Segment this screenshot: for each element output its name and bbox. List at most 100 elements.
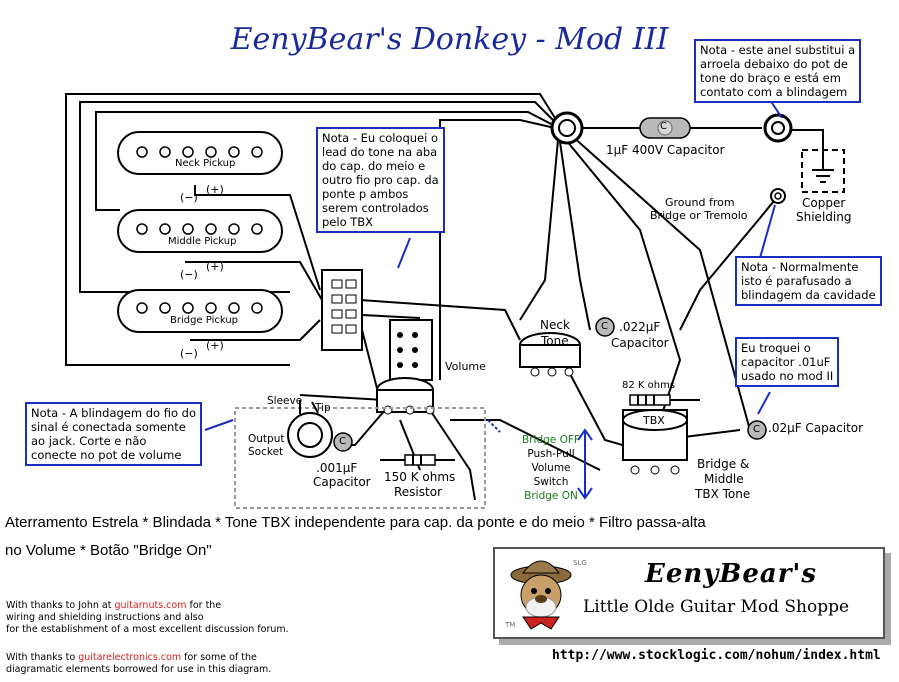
caption-line-1: Aterramento Estrela * Blindada * Tone TB… (5, 514, 706, 531)
neck-neg-label: (−) (180, 191, 198, 204)
credit-line-4: With thanks to guitarelectronics.com for… (6, 652, 257, 664)
guitarnuts-link[interactable]: guitarnuts.com (114, 600, 187, 611)
label-bridge-middle-3: TBX Tone (695, 487, 751, 501)
capacitor-001 (333, 432, 353, 452)
note-tone-lead: Nota - Eu coloquei o lead do tone na aba… (316, 127, 445, 233)
label-socket: Socket (248, 446, 284, 458)
logo-tm: TM (505, 621, 516, 629)
bridge-pickup (117, 289, 283, 333)
credit-line-3: for the establishment of a most excellen… (6, 624, 289, 635)
middle-pos-label: (+) (206, 260, 224, 273)
bridge-neg-label: (−) (180, 347, 198, 360)
middle-pickup (117, 209, 283, 253)
wire-sel-vol (361, 314, 421, 319)
credit-1c: for the (186, 600, 222, 611)
label-cap-02: .02μF Capacitor (768, 421, 864, 435)
label-82k: 82 K ohms (622, 380, 676, 391)
credit-4c: for some of the (181, 652, 257, 663)
pointer-capacitor (757, 391, 771, 415)
resistor-150k (380, 454, 455, 466)
push-pull-arrow (487, 419, 593, 500)
credit-line-2: wiring and shielding instructions and al… (6, 612, 204, 623)
wire-bridge-pos (190, 319, 321, 341)
wire-ground-bridge (679, 195, 779, 331)
cap-02-letter: C (753, 424, 760, 435)
label-150k: 150 K ohms (384, 470, 456, 484)
guitarelectronics-link[interactable]: guitarelectronics.com (78, 652, 182, 663)
label-neck-tone-2: Tone (541, 334, 569, 348)
label-switch: Switch (533, 476, 569, 488)
wire-vol-tbx (450, 419, 601, 471)
label-neck-tone-1: Neck (540, 318, 570, 332)
label-push-pull: Push-Pull (527, 448, 575, 460)
wire-bus-1 (65, 93, 556, 366)
site-url[interactable]: http://www.stocklogic.com/nohum/index.ht… (552, 648, 881, 663)
label-volume-switch: Volume (531, 462, 571, 474)
wire-mid-pos (185, 261, 323, 301)
copper-shielding-symbol (790, 129, 845, 193)
pole-pieces (136, 146, 263, 314)
wire-bus-5 (519, 139, 559, 321)
wire-sel-tone (359, 299, 521, 341)
neck-pickup (117, 131, 283, 175)
tbx-pot (622, 409, 688, 475)
capacitor-02 (747, 420, 767, 440)
wire-bus-7 (565, 139, 682, 421)
top-ground-ring (550, 111, 584, 145)
label-cap-001: .001μF (316, 461, 358, 475)
wire-bus-3 (95, 111, 556, 211)
middle-pickup-label: Middle Pickup (168, 236, 237, 247)
logo-subtitle: Little Olde Guitar Mod Shoppe (583, 597, 850, 617)
label-ground-from: Ground from (665, 196, 735, 209)
wire-bus-4 (439, 119, 556, 380)
wire-vol-shield (429, 409, 476, 501)
logo-slg: SLG (573, 559, 587, 567)
note-capacitor: Eu troquei o capacitor .01uF usado no mo… (735, 337, 840, 387)
label-copper: Copper (802, 196, 846, 210)
caption-line-2: no Volume * Botão "Bridge On" (5, 542, 212, 559)
label-bridge-middle-2: Middle (704, 472, 744, 486)
label-sleeve: Sleeve (267, 395, 303, 407)
logo-title: EenyBear's (645, 559, 818, 589)
output-socket (234, 400, 486, 509)
volume-pot (376, 319, 435, 415)
credit-1a: With thanks to John at (6, 600, 115, 611)
pointer-blindagem (204, 419, 234, 431)
wire-sleeve (299, 394, 386, 401)
pointer-anel (769, 99, 783, 119)
credit-4a: With thanks to (6, 652, 79, 663)
label-volume: Volume (445, 360, 486, 373)
label-bridge-middle-1: Bridge & (697, 457, 750, 471)
push-pull-label: Bridge OFF Push-Pull Volume Switch Bridg… (509, 433, 593, 503)
cap-1uf-letter: C (660, 121, 667, 132)
label-cap-1uf: 1μF 400V Capacitor (606, 143, 725, 157)
capacitor-1uf (639, 117, 691, 139)
wire-bus-8 (571, 135, 751, 431)
label-shielding: Shielding (796, 210, 852, 224)
pickup-selector (321, 269, 363, 351)
label-resistor: Resistor (394, 485, 442, 499)
credit-line-1: With thanks to John at guitarnuts.com fo… (6, 600, 221, 612)
label-cap-001-word: Capacitor (313, 475, 371, 489)
credit-line-5: diagramatic elements borrowed for use in… (6, 664, 272, 675)
label-output: Output (248, 433, 285, 445)
cap-022-letter: C (601, 321, 608, 332)
neck-pos-label: (+) (206, 183, 224, 196)
label-tip: Tip (315, 402, 331, 414)
pointer-parafusado (759, 204, 776, 259)
note-blindagem: Nota - A blindagem do fio do sinal é con… (25, 402, 202, 466)
note-pointers (204, 99, 783, 431)
label-tbx: TBX (643, 414, 665, 427)
ground-lug (770, 188, 786, 204)
label-cap-022: .022μF (619, 320, 661, 334)
note-parafusado: Nota - Normalmente isto é parafusado a b… (735, 256, 882, 306)
eenybear-logo: SLG TM EenyBear's Little Olde Guitar Mod… (493, 547, 885, 639)
label-bridge-on: Bridge ON (524, 490, 578, 502)
wire-neck-pos (194, 185, 321, 291)
note-anel: Nota - este anel substitui a arroela deb… (694, 39, 862, 103)
middle-neg-label: (−) (180, 268, 198, 281)
label-cap-022-word: Capacitor (611, 336, 669, 350)
label-bridge-tremolo: Bridge or Tremolo (650, 209, 748, 222)
neck-pickup-label: Neck Pickup (175, 158, 236, 169)
